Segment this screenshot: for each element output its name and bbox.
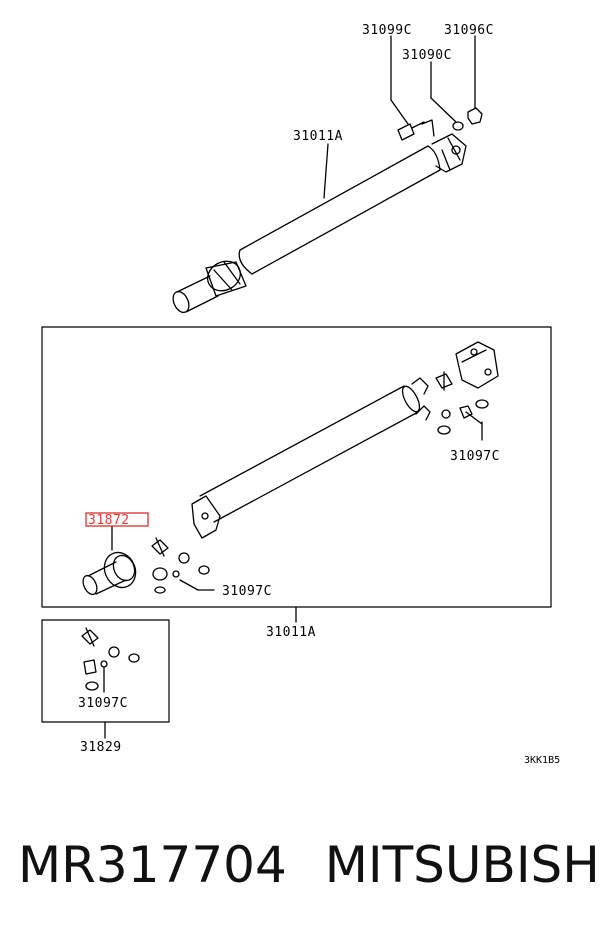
label-31097c-small: 31097C — [78, 696, 128, 711]
label-31097c-left: 31097C — [222, 584, 272, 599]
part-number: MR317704 — [18, 836, 287, 894]
kit-parts — [81, 627, 140, 693]
label-31099c: 31099C — [362, 23, 412, 38]
label-31011a-top: 31011A — [293, 129, 343, 144]
label-31097c-right: 31097C — [450, 449, 500, 464]
label-31829: 31829 — [80, 740, 122, 755]
box-drive-shaft — [82, 341, 499, 623]
label-31011a-box: 31011A — [266, 625, 316, 640]
top-drive-shaft — [172, 35, 483, 314]
highlight-31872 — [85, 512, 149, 527]
assembly-box — [41, 326, 552, 608]
label-31096c: 31096C — [444, 23, 494, 38]
brand-name: MITSUBISHI — [324, 836, 600, 894]
part-caption: MR317704 MITSUBISHI — [18, 836, 600, 894]
label-31872: 31872 — [88, 513, 130, 528]
label-31090c: 31090C — [402, 48, 452, 63]
reference-code: 3KK1B5 — [524, 755, 560, 766]
